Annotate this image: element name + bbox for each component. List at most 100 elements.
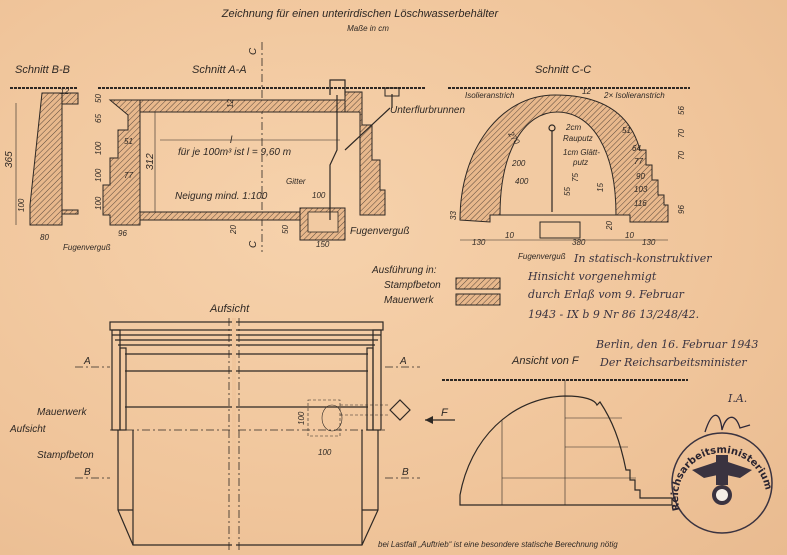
dim-label: 80 [40,233,49,242]
dim-label: 100 [94,196,103,210]
section-b-b: Schnitt B-B 12 365 100 80 Fugenverguß [4,64,111,252]
dim-label: 90 [636,172,645,181]
plaster-label: putz [572,158,588,167]
material-legend: Ausführung in: Stampfbeton Mauerwerk [371,265,501,306]
dim-label: 12 [582,87,591,96]
dim-label: 20 [229,225,238,235]
dim-label: 150 [316,240,330,249]
dim-label: 12 [226,99,235,108]
plan-sump [307,399,341,437]
plaster-label: 2cm [565,123,581,132]
legend-swatch-concrete [455,277,501,290]
plan-top-edge [109,321,384,331]
break-gap [232,318,236,550]
hydrant-box [384,87,400,97]
plan-side-wall [119,347,127,431]
arrow-head [425,416,433,424]
dim-label: 100 [297,411,306,425]
hydrant-label: Unterflurbrunnen [390,105,465,116]
sump-pit [539,221,581,239]
plan-view: Aufsicht F 100 100 A A B B Mauerw [9,303,455,550]
dim-label: 200 [511,159,526,168]
drawing-subtitle: Maße in cm [347,24,389,33]
section-c-c: Schnitt C-C Isolieranstrich 2× Isolieran… [448,64,690,261]
sump-pit [307,211,339,233]
dim-label: 96 [677,205,686,214]
plan-hydrant [321,404,343,432]
approval-line: durch Erlaß vom 9. Februar [528,288,685,301]
dim-label: 130 [642,238,656,247]
dim-label: 20 [605,221,614,231]
dim-label: 65 [94,114,103,123]
cut-marker-b: B [84,467,91,478]
dim-label: 312 [145,153,156,170]
legend-swatch-masonry [455,293,501,306]
stamp-ring [671,432,773,534]
plaster-label: Rauputz [563,134,593,143]
dim-label: 50 [281,225,290,234]
dim-label: 56 [677,106,686,115]
right-wall [344,91,386,216]
dim-label: 64 [632,144,641,153]
dim-label: 116 [634,199,647,208]
concrete-label: Stampfbeton [37,450,94,461]
plan-side-wall [366,347,374,431]
dim-label: l [230,135,233,146]
approval-line: In statisch-konstruktiver [573,252,712,265]
dim-label: 50 [94,94,103,103]
wreath-center [716,489,728,501]
suction-pipe [329,79,346,220]
elevation-lines [501,417,636,505]
drawing-title: Zeichnung für einen unterirdischen Lösch… [221,8,500,20]
hydrant-cap [389,399,411,421]
dim-label: 70 [677,151,686,160]
eagle-body [716,455,728,485]
approval-note: In statisch-konstruktiver Hinsicht vorge… [527,252,758,433]
plaster-label: 1cm Glätt- [563,148,600,157]
dim-label: 100 [94,168,103,182]
section-label: Schnitt C-C [535,64,591,76]
pipe-head [548,124,556,132]
vault-interior [499,111,617,216]
approval-line: Berlin, den 16. Februar 1943 [595,338,758,351]
plan-pipe [340,404,390,416]
elevation-outline [459,395,673,506]
dim-label: 75 [571,173,580,182]
coating-label: 2× Isolieranstrich [603,91,665,100]
plan-concrete-outline [117,430,379,546]
dim-label: 365 [4,151,15,168]
legend-heading: Ausführung in: [371,265,437,276]
dim-label: 100 [17,198,26,212]
joint-label: Fugenverguß [350,226,409,237]
legend-label-concrete: Stampfbeton [384,280,441,291]
masonry-label: Mauerwerk [37,407,87,418]
approval-line: I.A. [727,392,747,405]
dim-label: 96 [118,229,127,238]
plan-label: Aufsicht [209,303,250,315]
section-a-a: Schnitt A-A C C 50 65 100 100 100 12 51 … [94,42,465,252]
cut-marker: C [248,47,259,55]
cut-marker-a: A [83,356,91,367]
dim-label: 400 [515,177,529,186]
cut-marker-b: B [402,467,409,478]
approval-line: Hinsicht vorgenehmigt [527,270,657,283]
cut-marker-a: A [399,356,407,367]
plan-line [118,430,378,545]
dim-label: 15 [596,183,605,192]
view-arrow-label: F [441,407,449,419]
section-label: Schnitt A-A [192,64,247,76]
joint-label: Fugenverguß [518,252,566,261]
footer-note: bei Lastfall „Auftrieb“ ist eine besonde… [378,540,618,549]
signature [704,414,751,433]
dim-label: 70 [677,129,686,138]
dim-label: 130 [472,238,486,247]
joint-label: Fugenverguß [63,243,111,252]
dim-label: 55 [563,187,572,196]
view-label: Aufsicht [9,424,47,435]
left-wall [102,99,141,226]
approval-line: 1943 - IX b 9 Nr 86 13/248/42. [528,308,699,321]
floor [61,209,79,215]
dim-label: 77 [124,171,133,180]
